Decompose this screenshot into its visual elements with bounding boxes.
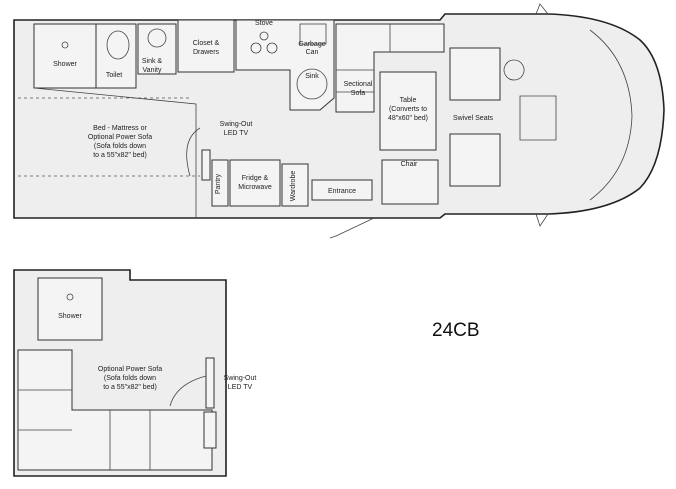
mirror-bottom [535, 213, 549, 227]
tv-mount [201, 149, 211, 181]
swivel-seat-top [449, 47, 501, 101]
toilet-bowl [106, 30, 130, 60]
label-entrance: Entrance [328, 188, 356, 195]
steering-wheel [503, 59, 525, 81]
kitchen-counter [235, 19, 335, 111]
label-stove: Stove [255, 20, 273, 27]
label-chair: Chair [401, 161, 418, 168]
pantry [211, 159, 229, 207]
label-swivel-seats: Swivel Seats [453, 115, 494, 122]
chair [381, 159, 439, 205]
sofa-cushion-lines [336, 24, 391, 93]
alt-tv-mount [205, 357, 215, 409]
burner-2 [266, 42, 278, 54]
garbage-can [299, 23, 327, 45]
closet-drawers [177, 19, 235, 73]
swivel-seat-bottom [449, 133, 501, 187]
tv-swing-arc [186, 127, 201, 177]
model-name: 24CB [432, 320, 480, 341]
main-labels: Shower Toilet Sink &Vanity Closet &Drawe… [53, 20, 493, 201]
toilet-room [95, 23, 137, 89]
vanity-basin [147, 28, 167, 48]
alt-side-unit [203, 411, 217, 449]
bed-divider [33, 87, 197, 218]
main-floorplan [13, 3, 665, 239]
entrance-step [311, 179, 373, 201]
label-alt-shower: Shower [58, 313, 82, 320]
burner-3 [259, 31, 269, 41]
wardrobe [281, 163, 309, 207]
kitchen-sink [296, 68, 328, 100]
alt-labels: Shower Optional Power Sofa(Sofa folds do… [58, 313, 256, 391]
alt-sofa-lines [18, 389, 151, 470]
shower-drain [61, 41, 69, 49]
alt-sofa [17, 349, 213, 471]
mirror-top [535, 3, 549, 15]
bed-outline [18, 97, 200, 177]
label-closet: Closet &Drawers [193, 40, 220, 56]
label-fridge: Fridge &Microwave [238, 175, 272, 191]
burner-1 [250, 42, 262, 54]
table [379, 71, 437, 151]
dashboard [589, 29, 633, 201]
alt-shower [37, 277, 103, 341]
sink-vanity [137, 23, 177, 75]
label-sink-vanity: Sink &Vanity [142, 58, 163, 74]
alt-floorplan [13, 269, 227, 477]
center-console [519, 95, 557, 141]
shower [33, 23, 97, 89]
entry-door [329, 217, 375, 239]
alt-shower-drain [66, 293, 74, 301]
sectional-sofa [335, 23, 445, 113]
label-pantry: Pantry [215, 173, 222, 194]
label-shower: Shower [53, 61, 77, 68]
alt-tv-arc [169, 375, 207, 407]
label-toilet: Toilet [106, 72, 122, 79]
label-wardrobe: Wardrobe [290, 171, 297, 202]
label-sink: Sink [305, 73, 319, 80]
fridge-microwave [229, 159, 281, 207]
